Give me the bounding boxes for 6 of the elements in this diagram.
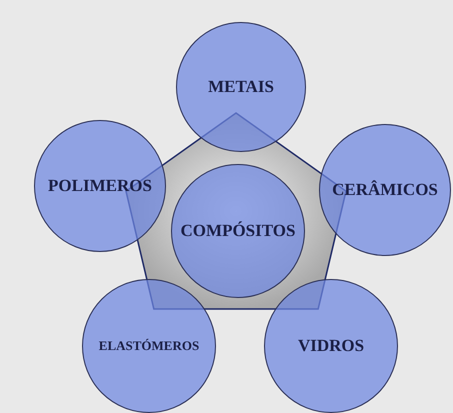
node-label: METAIS: [208, 77, 274, 97]
node-label: ELASTÓMEROS: [98, 338, 200, 354]
node-label: VIDROS: [298, 336, 364, 356]
node-label: POLIMEROS: [48, 176, 152, 196]
node-label: COMPÓSITOS: [180, 221, 296, 241]
node-label: CERÂMICOS: [332, 180, 438, 200]
